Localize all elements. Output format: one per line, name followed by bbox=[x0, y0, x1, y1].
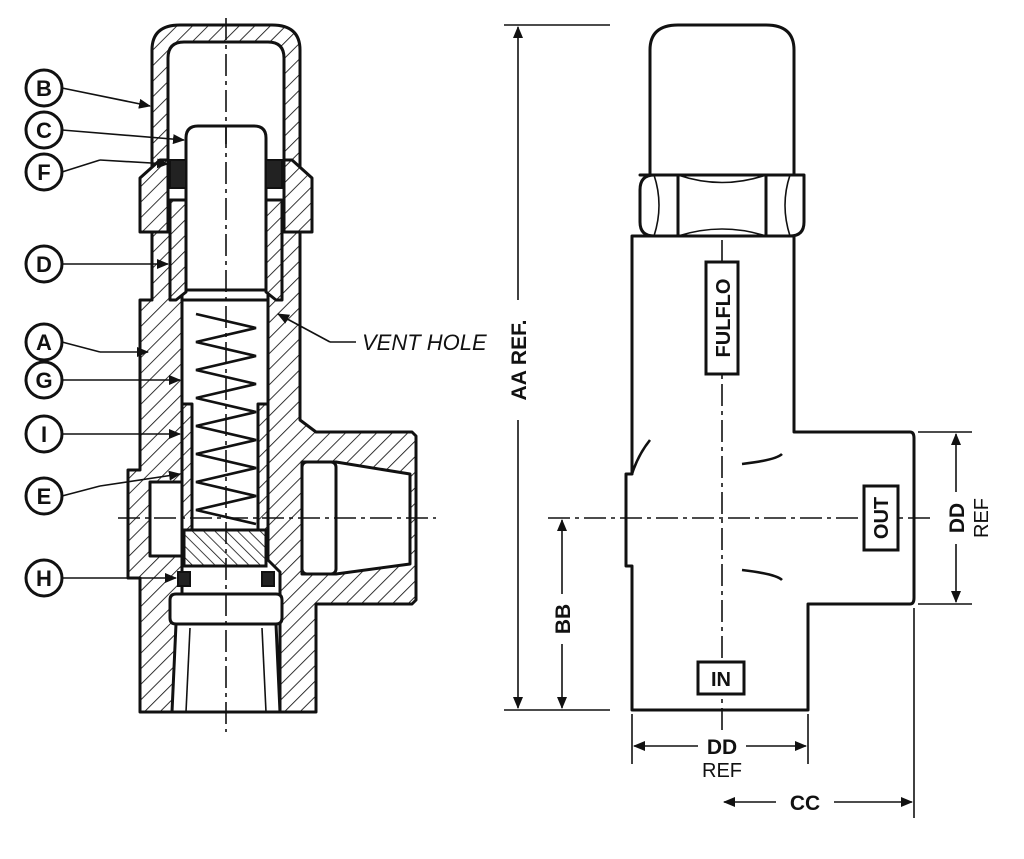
svg-text:C: C bbox=[36, 118, 52, 143]
callout-bubble-g: G bbox=[24, 360, 64, 400]
dimension-cc: CC bbox=[790, 792, 820, 815]
dimension-dd-bottom: DD bbox=[707, 736, 737, 759]
seal-right bbox=[265, 159, 283, 189]
inlet-marking: IN bbox=[711, 669, 731, 691]
svg-text:I: I bbox=[41, 422, 47, 447]
exterior-outlet-fillet-top bbox=[741, 452, 783, 466]
bushing-right bbox=[264, 198, 284, 302]
dimension-bb: BB bbox=[552, 604, 575, 634]
callout-bubble-h: H bbox=[24, 558, 64, 598]
piston bbox=[182, 528, 268, 568]
svg-text:G: G bbox=[35, 368, 52, 393]
bushing-left bbox=[168, 198, 188, 302]
dimension-lines bbox=[504, 24, 972, 818]
callout-bubble-d: D bbox=[24, 244, 64, 284]
exterior-hex-nut bbox=[638, 173, 806, 238]
guide-sleeve-left bbox=[180, 402, 194, 546]
seat-seal-left bbox=[177, 571, 191, 587]
callout-bubble-b: B bbox=[24, 68, 64, 108]
dimension-dd-bottom-ref: REF bbox=[702, 760, 742, 782]
dimension-aa: AA REF. bbox=[508, 320, 531, 401]
exterior-outlet-fillet-bottom bbox=[741, 568, 783, 582]
dimension-dd-right: DD bbox=[946, 503, 969, 533]
exterior-view: FULFLO OUT IN bbox=[548, 23, 930, 730]
seat-seal-right bbox=[261, 571, 275, 587]
svg-text:B: B bbox=[36, 76, 52, 101]
brand-marking-box bbox=[704, 260, 740, 376]
spring-chamber bbox=[180, 298, 270, 546]
cap-hex-section-right bbox=[282, 158, 314, 234]
exterior-body bbox=[624, 234, 916, 712]
exterior-cap bbox=[648, 23, 796, 177]
outlet-marking: OUT bbox=[871, 497, 893, 539]
callout-bubble-a: A bbox=[24, 322, 64, 362]
svg-text:E: E bbox=[37, 484, 52, 509]
callout-bubble-c: C bbox=[24, 110, 64, 150]
cap-hex-section bbox=[138, 158, 170, 234]
callout-leaders bbox=[61, 87, 356, 583]
callout-bubble-i: I bbox=[24, 414, 64, 454]
guide-sleeve-right bbox=[256, 402, 270, 546]
exterior-body-left-curve bbox=[630, 439, 652, 475]
svg-text:D: D bbox=[36, 252, 52, 277]
svg-text:F: F bbox=[37, 160, 50, 185]
seal-left bbox=[169, 159, 187, 189]
section-view bbox=[118, 18, 436, 732]
dimension-dd-right-ref: REF bbox=[971, 498, 993, 538]
brand-marking: FULFLO bbox=[713, 279, 735, 358]
inlet-marking-box bbox=[696, 660, 746, 696]
callout-bubble-f: F bbox=[24, 152, 64, 192]
svg-text:A: A bbox=[36, 330, 52, 355]
outlet-marking-box bbox=[862, 484, 900, 552]
left-port-recess bbox=[148, 480, 184, 558]
callout-bubble-e: E bbox=[24, 476, 64, 516]
vent-hole-label: VENT HOLE bbox=[362, 330, 487, 355]
svg-text:H: H bbox=[36, 566, 52, 591]
